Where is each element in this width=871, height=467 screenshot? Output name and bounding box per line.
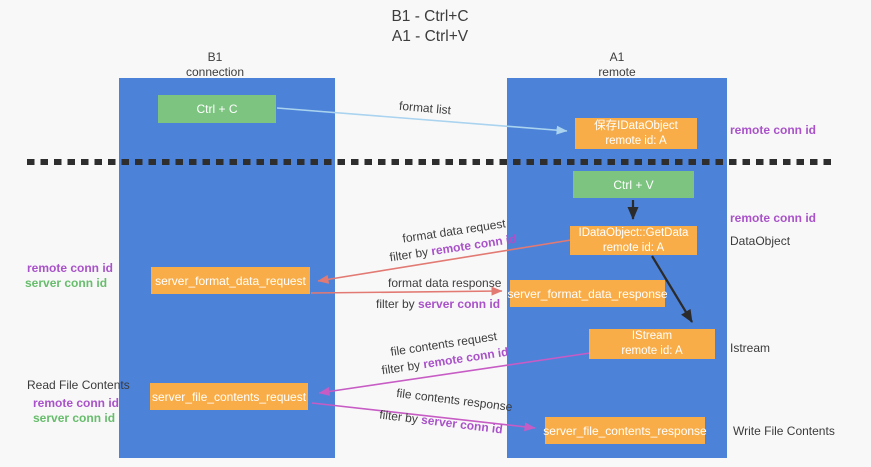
remote-conn-id-annotation-top-right: remote conn id (730, 123, 817, 137)
server-file-contents-response-box: server_file_contents_response (543, 417, 707, 444)
remote-conn-id-annotation-left-2: remote conn id (33, 396, 120, 410)
server-file-contents-response-label: server_file_contents_response (543, 423, 707, 438)
istream-annotation: Istream (730, 341, 771, 355)
write-file-contents-annotation: Write File Contents (733, 424, 835, 438)
server-conn-id-highlight: server conn id (418, 297, 501, 311)
lifeline-header-a1: A1 remote (552, 50, 682, 80)
format-data-request-arrow (317, 239, 572, 284)
save-dataobject-box: 保存IDataObject remote id: A (575, 118, 697, 149)
file-contents-response-arrow (311, 402, 536, 432)
server-format-data-request-box: server_format_data_request (151, 267, 310, 294)
getdata-box: IDataObject::GetData remote id: A (570, 226, 697, 255)
istream-line1: IStream (631, 330, 673, 343)
getdata-line1: IDataObject::GetData (578, 226, 689, 239)
title-line-2: A1 - Ctrl+V (391, 27, 469, 45)
ctrl-c-label: Ctrl + C (196, 102, 238, 116)
server-format-data-response-box: server_format_data_response (507, 280, 668, 307)
filter-by-server-conn-id-label-1: filter by server conn id (376, 297, 500, 311)
remote-conn-id-annotation-mid-right: remote conn id (730, 211, 817, 225)
server-file-contents-request-box: server_file_contents_request (150, 383, 308, 410)
ctrl-v-box: Ctrl + V (573, 171, 694, 198)
ctrl-c-box: Ctrl + C (158, 95, 276, 123)
istream-box: IStream remote id: A (589, 329, 715, 359)
title-line-1: B1 - Ctrl+C (391, 8, 469, 25)
istream-line2: remote id: A (621, 345, 683, 357)
format-data-response-label: format data response (388, 276, 502, 290)
getdata-to-istream-arrow (651, 255, 693, 323)
file-contents-request-arrow (318, 352, 591, 396)
lifeline-header-b1: B1 connection (150, 50, 280, 80)
save-dataobject-line2: remote id: A (605, 134, 667, 147)
lifeline-b1-role: connection (185, 65, 245, 79)
lifeline-a1-name: A1 (609, 50, 625, 64)
lifeline-a1-role: remote (598, 65, 636, 79)
filter-prefix: filter by (376, 297, 415, 311)
format-list-arrow (276, 107, 568, 135)
server-conn-id-annotation-left-2: server conn id (33, 411, 116, 425)
getdata-line2: remote id: A (602, 241, 665, 254)
dataobject-annotation: DataObject (730, 234, 791, 248)
server-format-data-response-label: server_format_data_response (507, 286, 668, 301)
server-format-data-request-label: server_format_data_request (155, 273, 306, 288)
lifeline-b1-name: B1 (207, 50, 223, 64)
ctrl-v-label: Ctrl + V (613, 177, 654, 192)
diagram-title: B1 - Ctrl+C A1 - Ctrl+V (0, 7, 860, 47)
format-data-response-arrow (310, 286, 503, 296)
read-file-contents-annotation: Read File Contents (27, 378, 130, 392)
save-dataobject-line1: 保存IDataObject (594, 119, 678, 132)
server-file-contents-request-label: server_file_contents_request (151, 389, 307, 404)
remote-conn-id-annotation-left-1: remote conn id (27, 261, 114, 275)
server-conn-id-annotation-left-1: server conn id (25, 276, 108, 290)
